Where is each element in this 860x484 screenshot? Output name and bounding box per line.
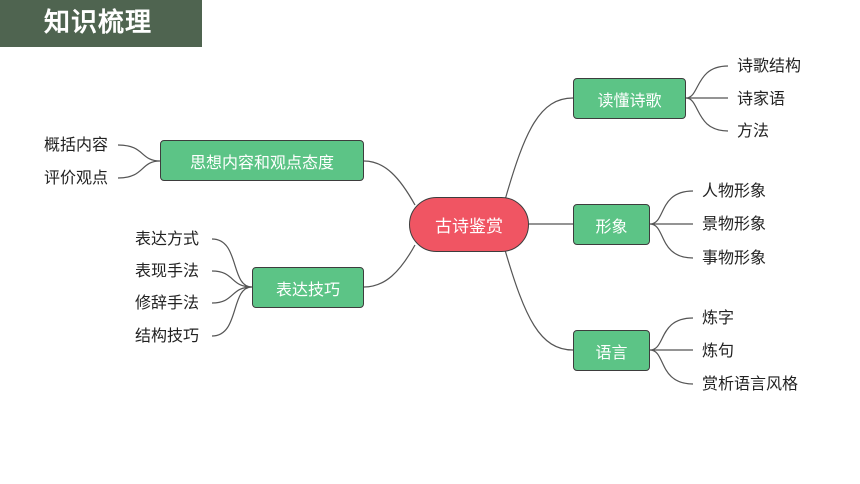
leaf-item: 结构技巧 xyxy=(135,326,200,345)
branch-node-1[interactable]: 读懂诗歌 xyxy=(573,78,686,119)
leaf-item: 炼句 xyxy=(702,341,735,360)
connector-center-branch-3 xyxy=(504,249,574,351)
connector-center-branch-5 xyxy=(363,244,416,288)
leaf-item: 人物形象 xyxy=(702,181,767,200)
leaf-item: 表达方式 xyxy=(135,229,200,248)
branch-node-4[interactable]: 思想内容和观点态度 xyxy=(160,140,364,181)
branch-node-2[interactable]: 形象 xyxy=(573,204,650,245)
leaf-item: 修辞手法 xyxy=(135,293,200,312)
leaf-item: 评价观点 xyxy=(44,168,109,187)
connector-branch-4-leaves xyxy=(117,144,161,179)
leaf-item: 事物形象 xyxy=(702,248,767,267)
connector-branch-1-leaves xyxy=(685,65,729,132)
branch-node-5[interactable]: 表达技巧 xyxy=(252,267,364,308)
leaf-item: 炼字 xyxy=(702,308,735,327)
leaf-item: 诗家语 xyxy=(737,89,786,108)
leaf-item: 景物形象 xyxy=(702,214,767,233)
leaf-item: 表现手法 xyxy=(135,261,200,280)
branch-node-3[interactable]: 语言 xyxy=(573,330,650,371)
connector-center-branch-1 xyxy=(504,97,574,201)
center-node[interactable]: 古诗鉴赏 xyxy=(409,197,529,252)
connector-branch-3-leaves xyxy=(649,317,694,385)
connector-branch-2-leaves xyxy=(649,190,694,259)
leaf-item: 诗歌结构 xyxy=(737,56,802,75)
connector-branch-5-leaves xyxy=(211,238,253,337)
leaf-item: 方法 xyxy=(737,121,770,140)
connector-center-branch-4 xyxy=(363,160,416,206)
leaf-item: 赏析语言风格 xyxy=(702,374,799,393)
leaf-item: 概括内容 xyxy=(44,135,109,154)
page-title: 知识梳理 xyxy=(0,0,202,47)
